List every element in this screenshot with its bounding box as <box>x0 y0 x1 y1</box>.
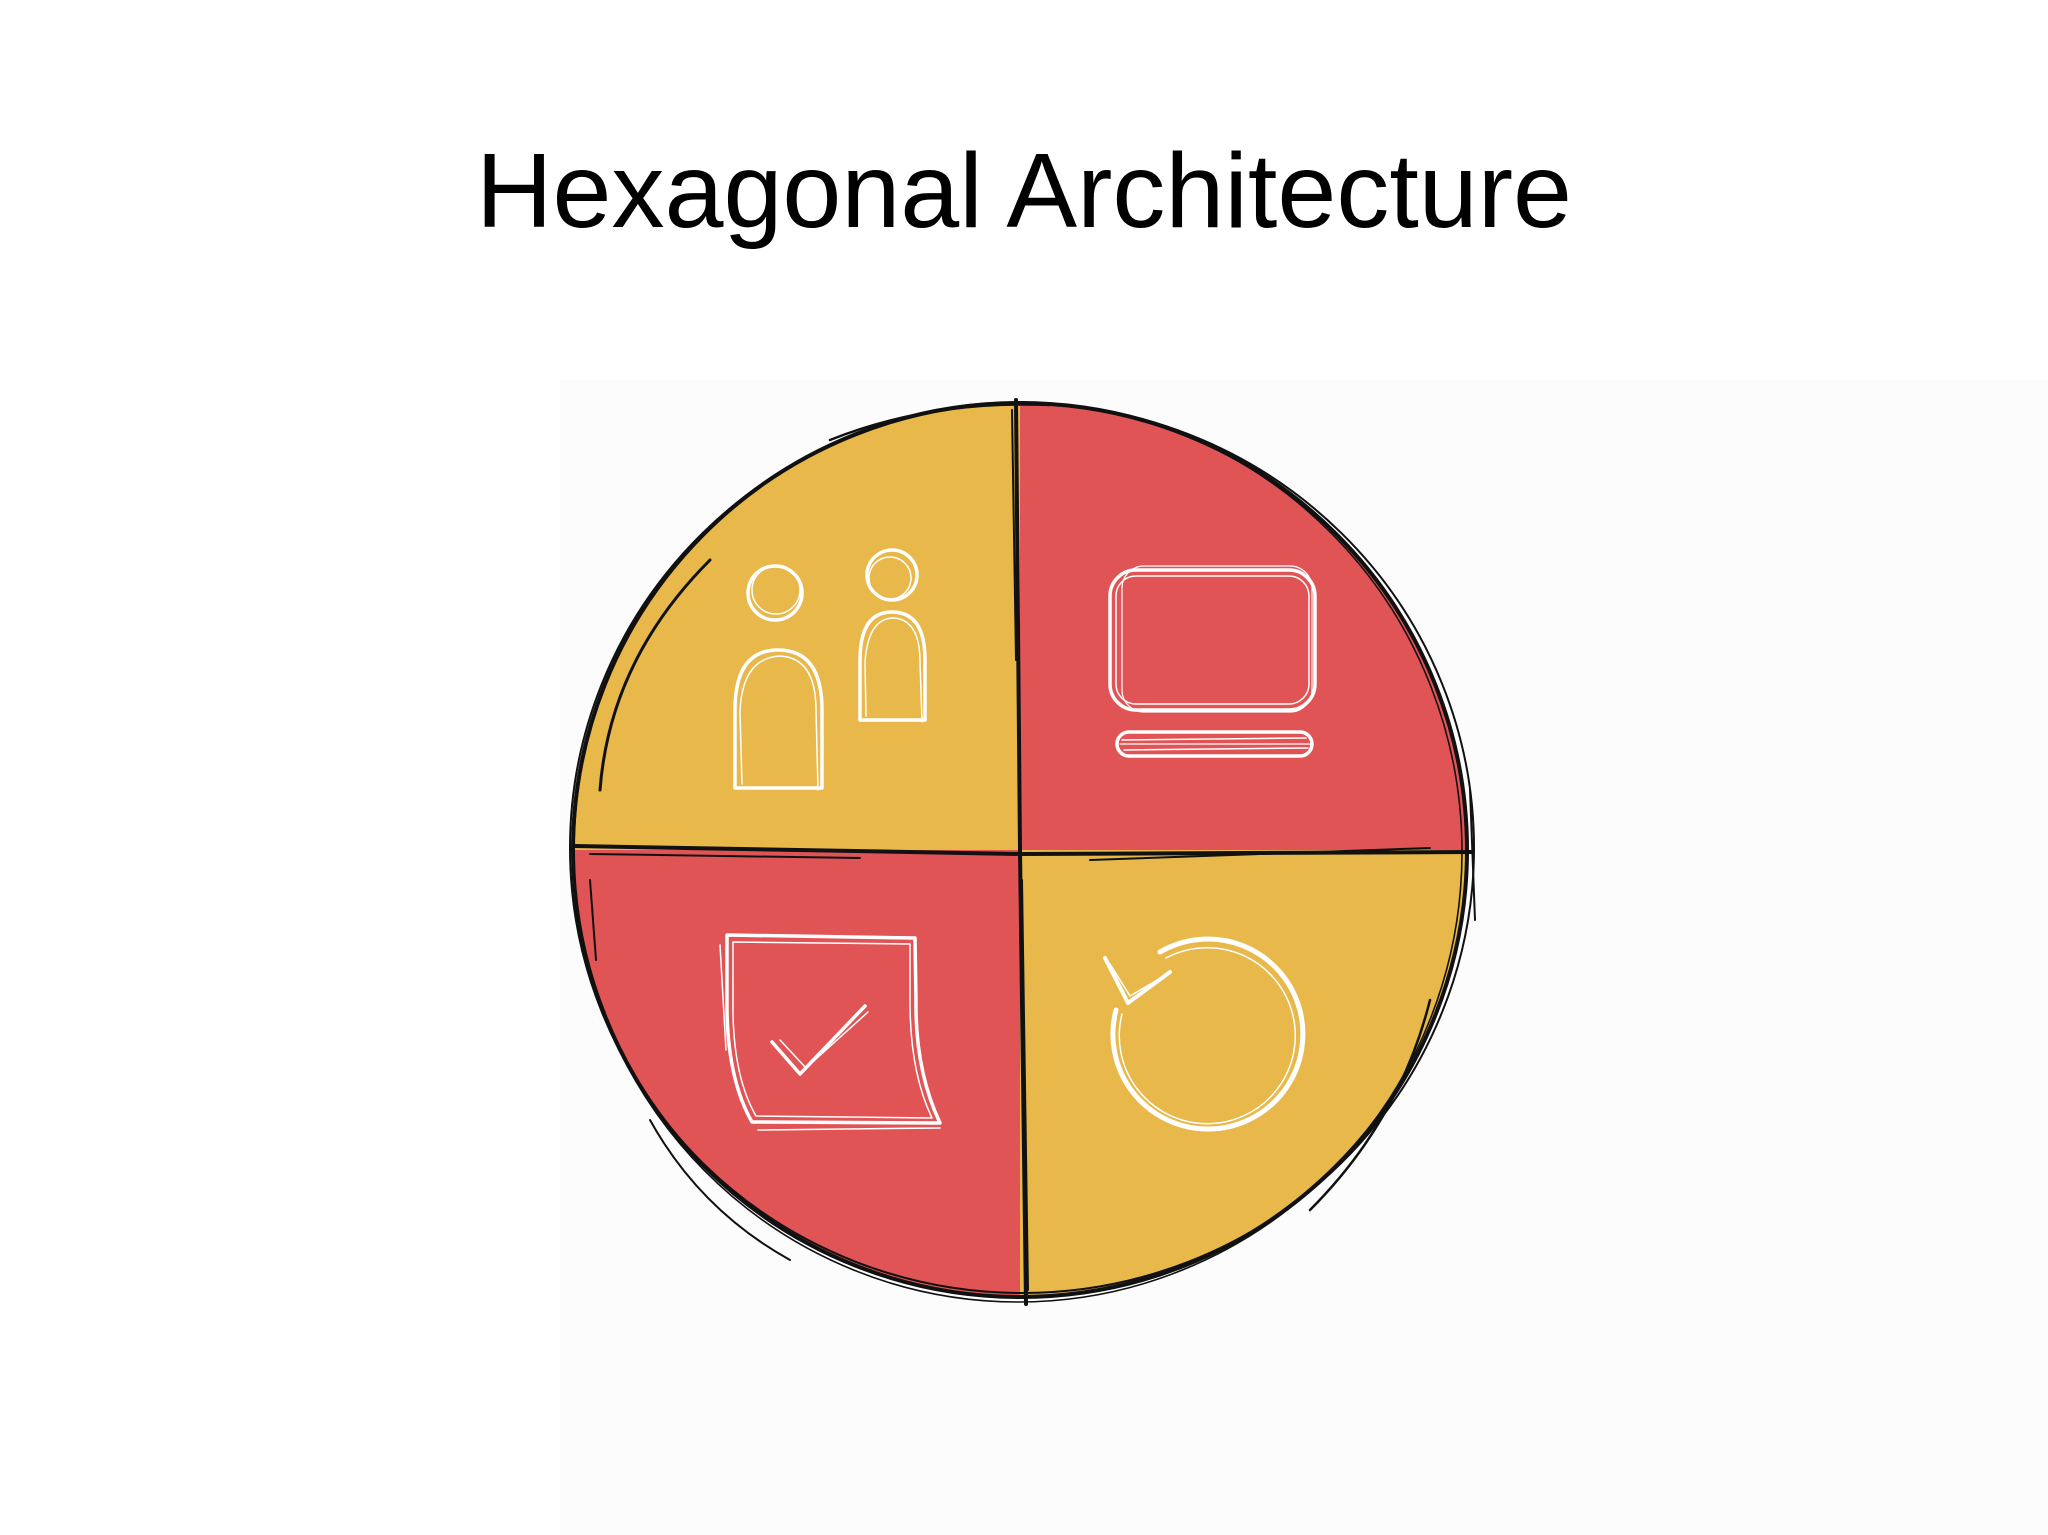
quadrant-top-right <box>1020 403 1467 850</box>
quadrant-circle-diagram <box>530 360 1490 1320</box>
circle-outline <box>569 401 1476 1303</box>
quadrant-bottom-left <box>573 850 1020 1297</box>
refresh-cycle-icon <box>1103 936 1306 1132</box>
quadrant-fills <box>573 403 1467 1297</box>
quadrant-dividers <box>572 398 1474 1306</box>
users-icon <box>733 548 927 791</box>
quadrant-top-left <box>573 403 1020 850</box>
checked-document-icon <box>719 933 942 1131</box>
quadrant-bottom-right <box>1020 850 1467 1297</box>
slide-title: Hexagonal Architecture <box>476 132 1572 250</box>
monitor-icon <box>1108 565 1317 758</box>
